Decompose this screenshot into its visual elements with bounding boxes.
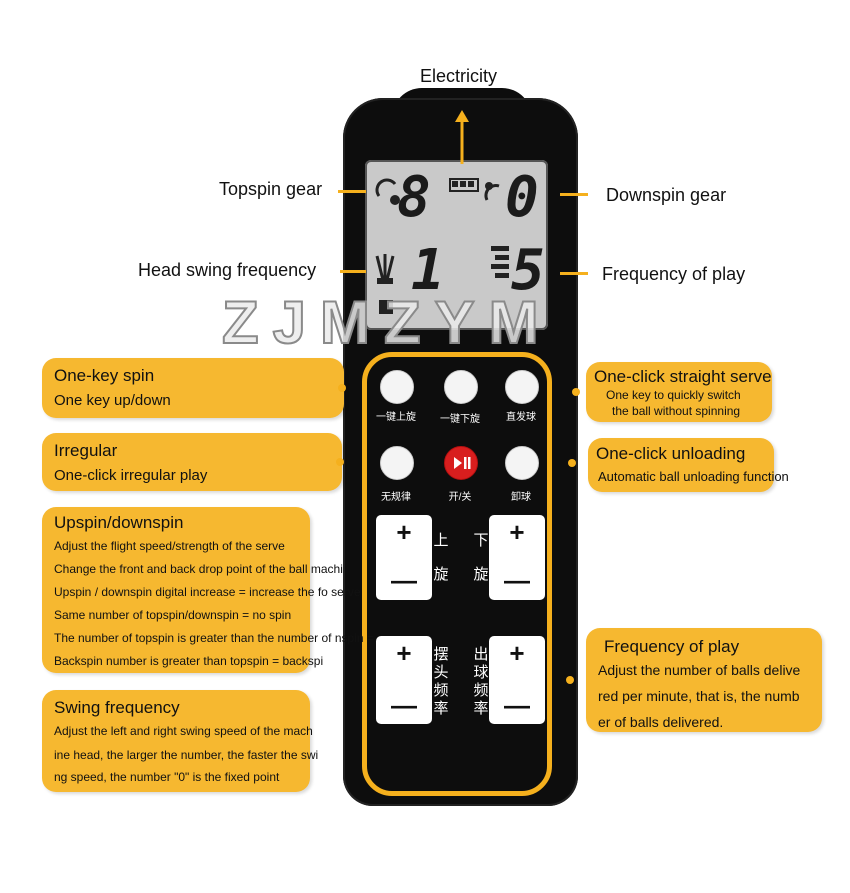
downspin-char-1: 下 — [473, 532, 489, 549]
unloading-connector — [568, 459, 576, 467]
swing-frequency-line-1: Adjust the left and right swing speed of… — [54, 724, 313, 738]
unload-button[interactable] — [505, 446, 539, 480]
power-label: 开/关 — [448, 492, 472, 503]
upspin-downspin-line-5: The number of topspin is greater than th… — [54, 631, 374, 645]
lcd-screen: 8 0 1 5 — [365, 160, 548, 330]
freq-char-4: 率 — [473, 700, 489, 717]
frequency-play-connector — [566, 676, 574, 684]
straight-serve-line-2: the ball without spinning — [612, 404, 741, 418]
frequency-play-title: Frequency of play — [604, 637, 740, 656]
unload-label: 卸球 — [511, 492, 531, 503]
freq-char-1: 出 — [473, 646, 489, 663]
downspin-plus[interactable]: + — [509, 517, 525, 547]
upspin-char-1: 上 — [433, 532, 449, 549]
one-key-spin-callout: One-key spin One key up/down — [42, 358, 344, 418]
irregular-title: Irregular — [54, 441, 118, 460]
straight-serve-button[interactable] — [505, 370, 539, 404]
upspin-downspin-line-4: Same number of topspin/downspin = no spi… — [54, 608, 292, 622]
downspin-minus[interactable]: — — [504, 565, 530, 595]
frequency-minus[interactable]: — — [504, 690, 530, 720]
one-key-topspin-button[interactable] — [380, 370, 414, 404]
head-swing-line — [340, 270, 366, 273]
frequency-play-line-1: Adjust the number of balls delive — [598, 662, 801, 678]
topspin-icon — [375, 178, 400, 205]
frequency-line — [560, 272, 588, 275]
lcd-topspin-digit: 8 — [397, 165, 431, 230]
straight-serve-line-1: One key to quickly switch — [606, 388, 741, 402]
frequency-rocker[interactable]: + — — [489, 636, 545, 724]
swing-char-3: 频 — [433, 682, 449, 699]
one-key-spin-connector — [338, 384, 346, 392]
downspin-rocker[interactable]: + — — [489, 515, 545, 600]
swing-minus[interactable]: — — [391, 690, 417, 720]
freq-char-3: 频 — [473, 682, 489, 699]
swing-char-1: 摆 — [433, 646, 449, 663]
topspin-gear-label: Topspin gear — [219, 179, 323, 199]
upspin-downspin-line-3: Upspin / downspin digital increase = inc… — [54, 585, 361, 599]
one-key-spin-line: One key up/down — [54, 392, 171, 409]
frequency-play-line-3: er of balls delivered. — [598, 714, 724, 730]
swing-icon — [375, 254, 395, 284]
topspin-gear-line — [338, 190, 366, 193]
electricity-label: Electricity — [420, 66, 498, 86]
one-key-topspin-label: 一键上旋 — [376, 412, 416, 423]
watermark: ZJMZYM — [221, 288, 553, 357]
upspin-minus[interactable]: — — [391, 565, 417, 595]
swing-char-4: 率 — [433, 700, 449, 717]
mode-icon — [379, 300, 393, 314]
straight-serve-title: One-click straight serve — [594, 367, 772, 386]
upspin-rocker[interactable]: + — — [376, 515, 432, 600]
lcd-swing-digit: 1 — [411, 238, 445, 303]
unloading-line: Automatic ball unloading function — [598, 469, 789, 484]
lcd-downspin-digit: 0 — [505, 165, 539, 230]
downspin-icon — [484, 182, 500, 201]
button-panel — [362, 352, 552, 796]
unloading-callout: One-click unloading Automatic ball unloa… — [588, 438, 789, 492]
irregular-connector — [336, 458, 344, 466]
swing-frequency-callout: Swing frequency Adjust the left and righ… — [42, 690, 318, 792]
power-button[interactable] — [444, 446, 478, 480]
swing-frequency-title: Swing frequency — [54, 698, 180, 717]
downspin-char-2: 旋 — [473, 566, 489, 583]
downspin-gear-label: Downspin gear — [606, 185, 727, 205]
upspin-downspin-line-6: Backspin number is greater than topspin … — [54, 654, 324, 668]
lcd-frequency-digit: 5 — [511, 238, 545, 303]
upspin-downspin-line-2: Change the front and back drop point of … — [54, 562, 343, 576]
head-swing-label: Head swing frequency — [138, 260, 317, 280]
upspin-downspin-title: Upspin/downspin — [54, 513, 184, 532]
one-key-downspin-label: 一键下旋 — [440, 414, 480, 425]
downspin-gear-line — [560, 193, 588, 196]
irregular-label: 无规律 — [381, 492, 411, 503]
irregular-button[interactable] — [380, 446, 414, 480]
frequency-play-callout: Frequency of play Adjust the number of b… — [586, 628, 822, 732]
frequency-play-line-2: red per minute, that is, the numb — [598, 688, 800, 704]
straight-serve-label: 直发球 — [506, 412, 536, 423]
one-key-downspin-button[interactable] — [444, 370, 478, 404]
frequency-label: Frequency of play — [602, 264, 746, 284]
swing-plus[interactable]: + — [396, 638, 412, 668]
straight-serve-callout: One-click straight serve One key to quic… — [586, 362, 772, 422]
electricity-arrow-icon — [455, 110, 469, 164]
frequency-plus[interactable]: + — [509, 638, 525, 668]
frequency-icon — [491, 246, 509, 278]
swing-rocker[interactable]: + — — [376, 636, 432, 724]
irregular-callout: Irregular One-click irregular play — [42, 433, 342, 491]
upspin-plus[interactable]: + — [396, 517, 412, 547]
upspin-downspin-callout: Upspin/downspin Adjust the flight speed/… — [42, 507, 374, 673]
straight-serve-connector — [572, 388, 580, 396]
unloading-title: One-click unloading — [596, 444, 746, 463]
upspin-char-2: 旋 — [433, 566, 449, 583]
battery-icon — [449, 178, 479, 192]
one-key-spin-title: One-key spin — [54, 366, 155, 385]
swing-char-2: 头 — [433, 664, 449, 681]
swing-frequency-line-3: ng speed, the number "0" is the fixed po… — [54, 770, 280, 784]
irregular-line: One-click irregular play — [54, 467, 208, 484]
freq-char-2: 球 — [473, 664, 489, 681]
upspin-downspin-line-1: Adjust the flight speed/strength of the … — [54, 539, 285, 553]
play-pause-icon — [454, 457, 471, 469]
swing-frequency-line-2: ine head, the larger the number, the fas… — [54, 748, 319, 762]
